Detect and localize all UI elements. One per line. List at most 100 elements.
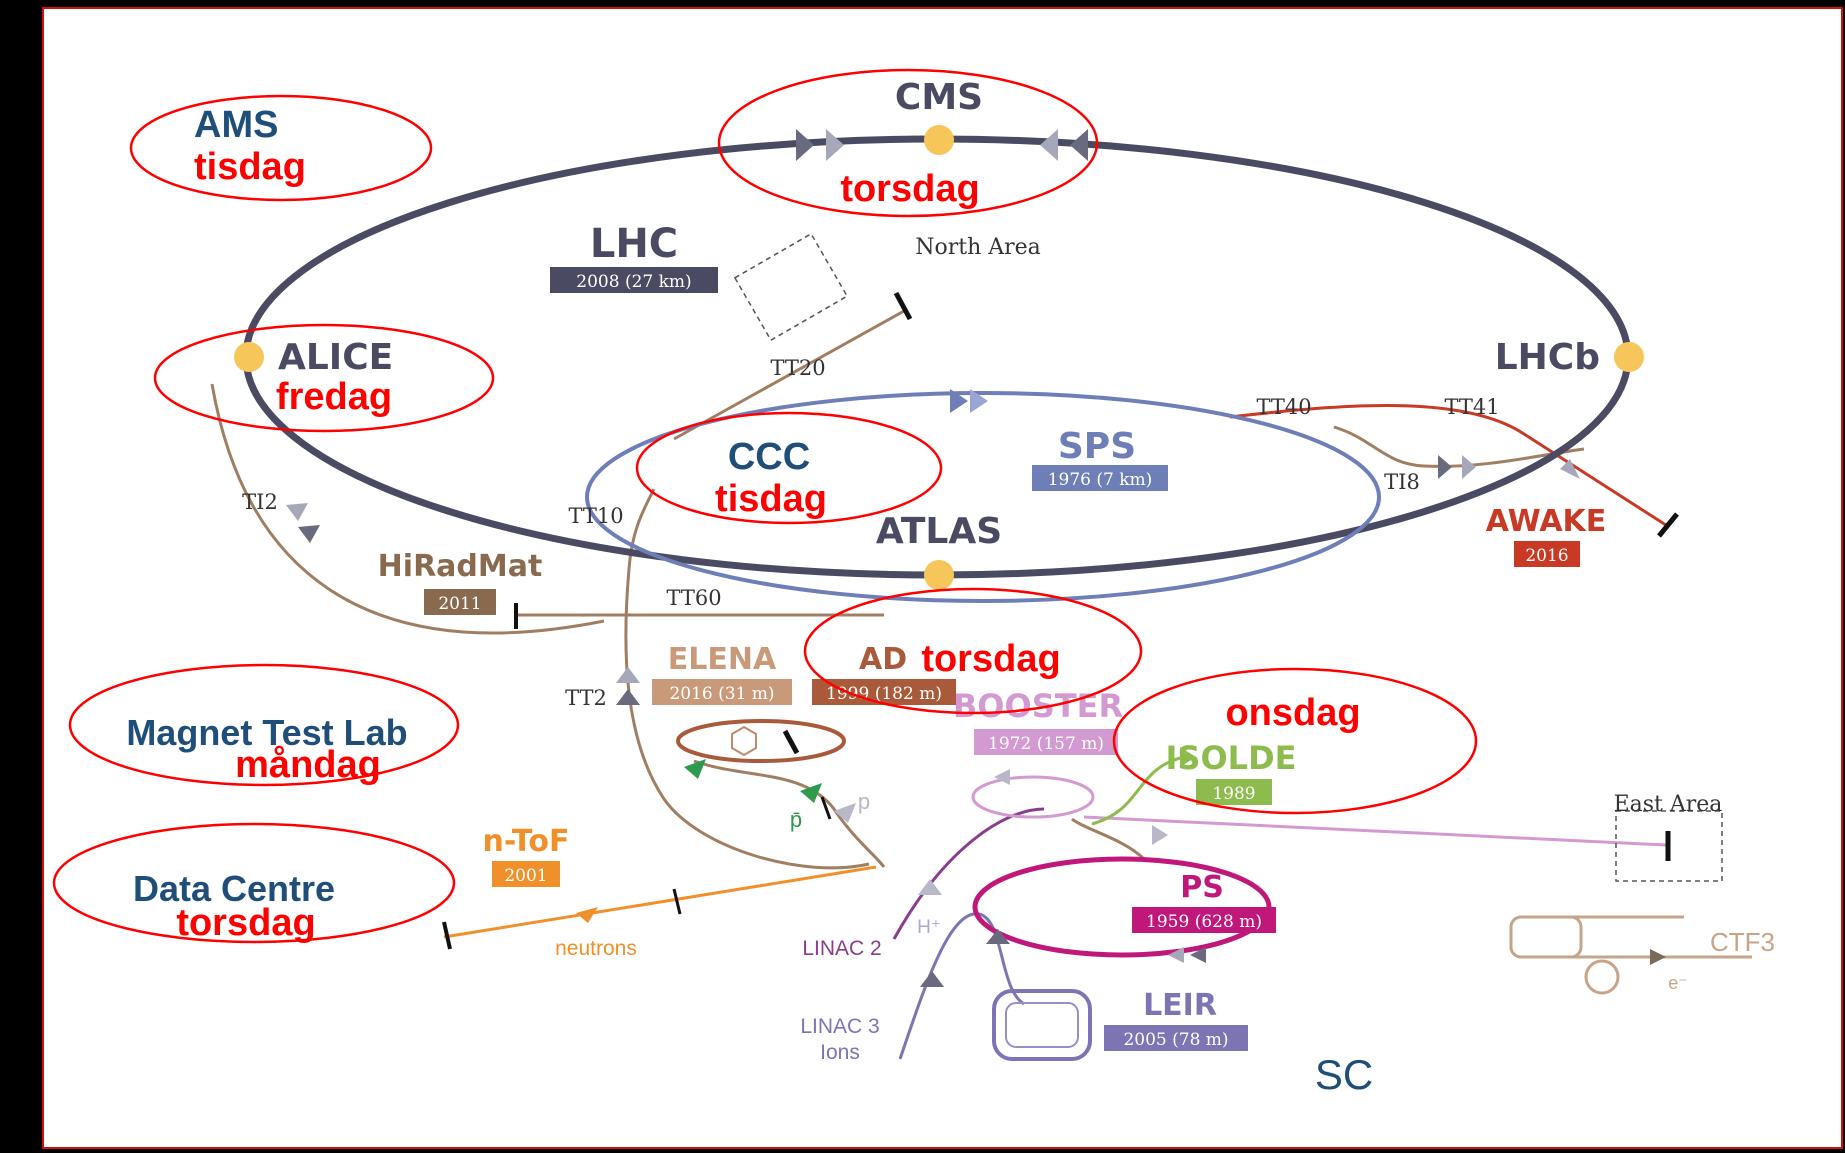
hiradmat-year: 2011: [438, 594, 481, 614]
pbar-label: p̄: [790, 807, 802, 832]
neutrons-label: neutrons: [555, 937, 637, 960]
ctf3-arrow: [1650, 949, 1666, 965]
magnet-title: Magnet Test Lab: [126, 712, 407, 753]
misc-arrows: [576, 759, 1168, 987]
ti8-label: TI8: [1384, 470, 1420, 494]
leir-label: LEIR: [1143, 988, 1217, 1023]
tt41-awake-line: [1229, 404, 1670, 529]
east-area-box: [1615, 810, 1723, 882]
ctf3-label: CTF3: [1710, 927, 1775, 957]
ntof-year: 2001: [504, 866, 547, 886]
tt41-label: TT41: [1444, 395, 1499, 419]
isolde-line: [1091, 755, 1185, 826]
lhc-arrows: [796, 129, 1088, 161]
ps-year: 1959 (628 m): [1146, 912, 1262, 932]
booster-year: 1972 (157 m): [988, 734, 1104, 754]
ps-label: PS: [1180, 870, 1224, 905]
slide-frame: CMS ALICE LHCb ATLAS LHC 2008 (27 km) SP…: [42, 7, 1843, 1149]
awake-dump: [1657, 512, 1679, 538]
alice-day: fredag: [276, 376, 392, 418]
p-label: p: [858, 789, 870, 814]
annotation-ellipses: [52, 68, 1478, 944]
sps-year: 1976 (7 km): [1048, 470, 1153, 490]
ti8-arrows: [1438, 455, 1580, 479]
leir-year-box: [1104, 1025, 1248, 1051]
ad-year: 1999 (182 m): [826, 684, 942, 704]
leir-ring: [992, 989, 1092, 1061]
linac3-label: LINAC 3: [800, 1015, 879, 1038]
ti2-label: TI2: [242, 490, 278, 514]
atlas-dot: [924, 560, 954, 590]
accelerator-complex-diagram: CMS ALICE LHCb ATLAS LHC 2008 (27 km) SP…: [52, 68, 1775, 1098]
eminus-label: e⁻: [1668, 973, 1688, 993]
lhc-year-box: [550, 267, 718, 293]
tt40-label: TT40: [1256, 395, 1311, 419]
datacentre-day: torsdag: [176, 902, 315, 944]
hiradmat-year-box: [424, 589, 496, 615]
ntof-mark: [672, 888, 682, 915]
sps-year-box: [1032, 465, 1168, 491]
east-area-line: [1083, 815, 1667, 847]
awake-year-box: [1514, 541, 1580, 567]
ions-label: Ions: [820, 1041, 860, 1064]
awake-label: AWAKE: [1486, 504, 1607, 539]
hplus-label: H⁺: [917, 917, 941, 938]
ad-dump: [782, 729, 800, 755]
ad-link-line: [693, 759, 886, 868]
awake-year: 2016: [1525, 546, 1568, 566]
alice-dot: [234, 342, 264, 372]
tt20-line: [673, 309, 905, 441]
ntof-label: n-ToF: [483, 824, 570, 859]
booster-ring: [971, 775, 1095, 819]
alice-label: ALICE: [278, 337, 393, 378]
ti2-arrows: [286, 503, 320, 543]
tt10-label: TT10: [568, 504, 623, 528]
ti8-line: [1333, 425, 1585, 468]
cms-label: CMS: [895, 77, 983, 118]
ams-title: AMS: [194, 104, 278, 146]
sps-ring: [585, 391, 1381, 603]
datacentre-title: Data Centre: [133, 868, 335, 909]
elena-label: ELENA: [668, 642, 777, 677]
tt20-label: TT20: [770, 356, 825, 380]
ad-day: torsdag: [921, 638, 1060, 680]
lhcb-label: LHCb: [1495, 337, 1600, 378]
isolde-year-box: [1196, 779, 1272, 805]
linac2-line: [892, 807, 1045, 940]
elena-year-box: [652, 679, 792, 705]
sps-label: SPS: [1058, 426, 1136, 467]
atlas-label: ATLAS: [876, 511, 1002, 552]
ad-label: AD: [859, 642, 907, 677]
isolde-year: 1989: [1212, 784, 1255, 804]
north-area-box: [733, 232, 849, 342]
booster-ps-transfer: [1071, 817, 1146, 861]
east-area-label: East Area: [1614, 792, 1723, 817]
tt2-label: TT2: [565, 686, 607, 710]
cms-day: torsdag: [840, 168, 979, 210]
booster-year-box: [974, 729, 1118, 755]
ntof-target: [442, 921, 452, 950]
lhcb-dot: [1614, 342, 1644, 372]
ams-day: tisdag: [194, 146, 306, 188]
ccc-day: tisdag: [715, 478, 827, 520]
lhc-label: LHC: [590, 221, 678, 267]
magnet-day: måndag: [235, 744, 381, 786]
cms-dot: [924, 125, 954, 155]
hiradmat-label: HiRadMat: [378, 549, 543, 584]
sc-label: SC: [1315, 1051, 1373, 1098]
ad-ring: [676, 719, 846, 763]
tt60-label: TT60: [666, 586, 721, 610]
ntof-line: [443, 865, 877, 939]
tt2-arrows: [616, 667, 640, 705]
sps-arrows: [950, 389, 988, 413]
ps-year-box: [1132, 907, 1276, 933]
elena-hexagon: [731, 725, 757, 757]
isolde-label: ISOLDE: [1166, 739, 1297, 777]
ctf3-circle: [1584, 959, 1620, 995]
north-area-label: North Area: [915, 235, 1041, 260]
tt10-tt2-line: [624, 488, 870, 870]
elena-year: 2016 (31 m): [669, 684, 774, 704]
lhc-year: 2008 (27 km): [576, 272, 691, 292]
ti2-line: [210, 383, 605, 635]
ctf3-loop: [1509, 915, 1583, 959]
